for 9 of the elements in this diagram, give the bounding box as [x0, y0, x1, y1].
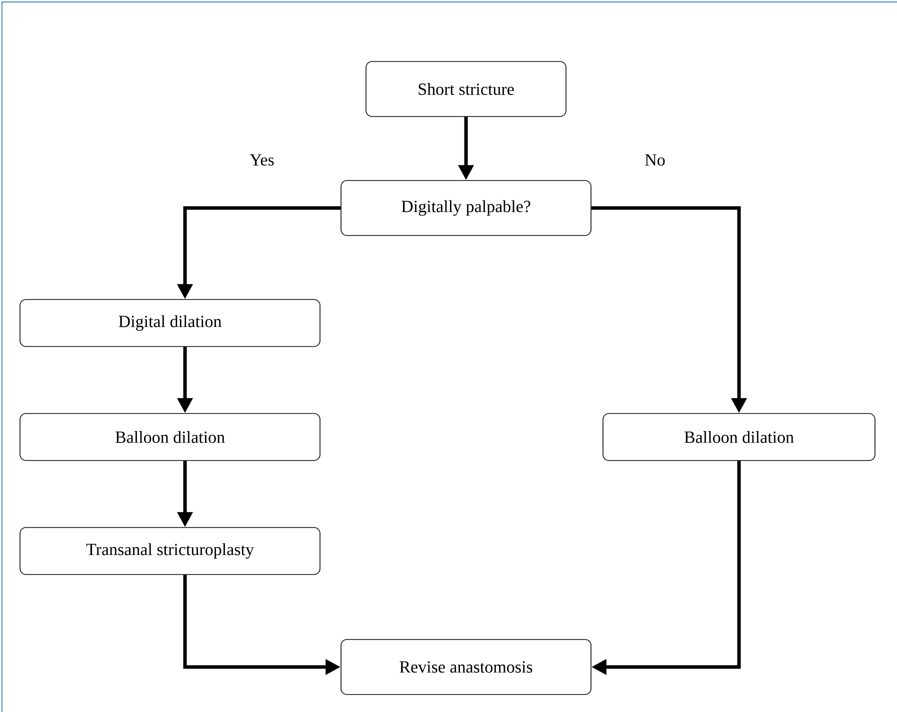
process-box: Revise anastomosis — [340, 639, 592, 695]
process-box: Balloon dilation — [602, 413, 876, 461]
edge-label: Yes — [250, 154, 274, 166]
process-box: Short stricture — [366, 61, 566, 117]
edge-label: No — [645, 154, 665, 166]
process-box: Balloon dilation — [20, 413, 320, 461]
process-box: Digital dilation — [20, 299, 320, 347]
process-box: Transanal stricturoplasty — [20, 527, 320, 575]
process-box: Digitally palpable? — [340, 180, 592, 236]
